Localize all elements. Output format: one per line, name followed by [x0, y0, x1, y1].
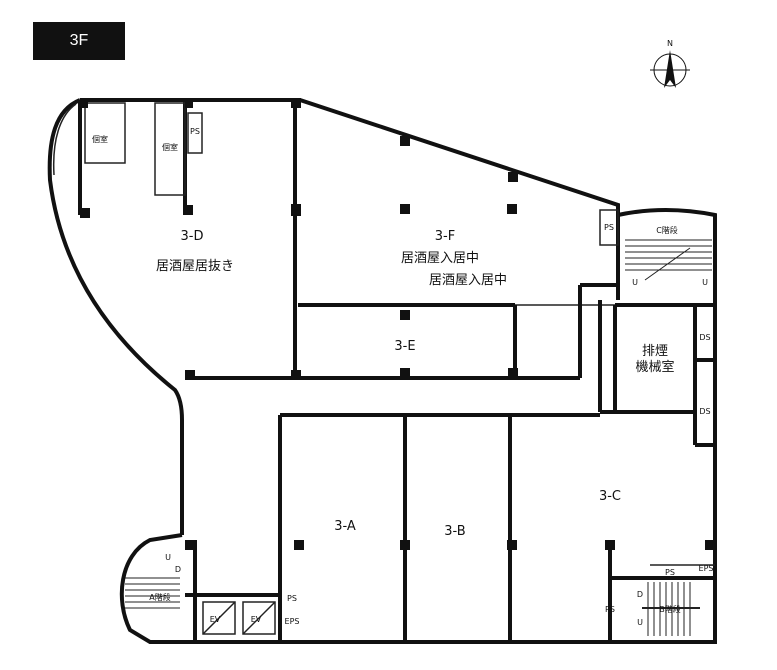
stairs-b-label: B階段	[659, 604, 681, 614]
unit-3a-label: 3-A	[334, 519, 356, 534]
unit-3e-label: 3-E	[394, 339, 415, 354]
unit-3d-label: 3-D	[181, 229, 204, 244]
smoke-machine-room-label: 排煙	[642, 344, 668, 359]
stairs-a-label: A階段	[149, 592, 170, 602]
eps-label: EPS	[699, 564, 714, 573]
unit-3f-label: 3-F	[435, 229, 455, 244]
private-room-label: 個室	[162, 142, 178, 152]
unit-3b-label: 3-B	[444, 524, 465, 539]
labels: 3-D 居酒屋居抜き 3-F 居酒屋入居中 居酒屋入居中 3-E 3-A 3-B…	[92, 127, 713, 627]
floor-label: 3F	[69, 32, 89, 49]
private-room-label: 個室	[92, 134, 108, 144]
ps-label: PS	[604, 223, 614, 232]
ps-label: PS	[605, 605, 615, 614]
stair-up-mark: U	[632, 278, 638, 287]
ps-label: PS	[287, 594, 297, 603]
elevator-label: EV	[251, 615, 262, 624]
unit-3c-label: 3-C	[599, 489, 621, 504]
unit-3f-status-2: 居酒屋入居中	[429, 273, 507, 288]
ps-label: PS	[190, 127, 200, 136]
stairs-a	[125, 577, 180, 609]
unit-3d-status: 居酒屋居抜き	[156, 258, 234, 274]
columns	[80, 98, 715, 550]
ps-label: PS	[665, 568, 675, 577]
interior-walls	[78, 100, 715, 642]
eps-label: EPS	[285, 617, 300, 626]
stair-down-mark: D	[175, 565, 181, 574]
stairs-c-label: C階段	[656, 225, 678, 235]
stair-up-mark: U	[637, 618, 643, 627]
north-label: N	[667, 39, 673, 48]
north-compass-icon: N	[650, 39, 690, 88]
unit-3f-status: 居酒屋入居中	[401, 251, 479, 266]
stair-up-mark: U	[702, 278, 708, 287]
smoke-machine-room-label-2: 機械室	[635, 359, 674, 375]
stairs-c	[625, 239, 712, 281]
ds-label: DS	[699, 333, 710, 342]
ds-label: DS	[699, 407, 710, 416]
floor-badge: 3F	[33, 22, 125, 60]
stair-up-mark: U	[165, 553, 171, 562]
elevators	[202, 601, 276, 635]
stairs-b	[642, 582, 700, 636]
stair-down-mark: D	[637, 590, 643, 599]
elevator-label: EV	[210, 615, 221, 624]
